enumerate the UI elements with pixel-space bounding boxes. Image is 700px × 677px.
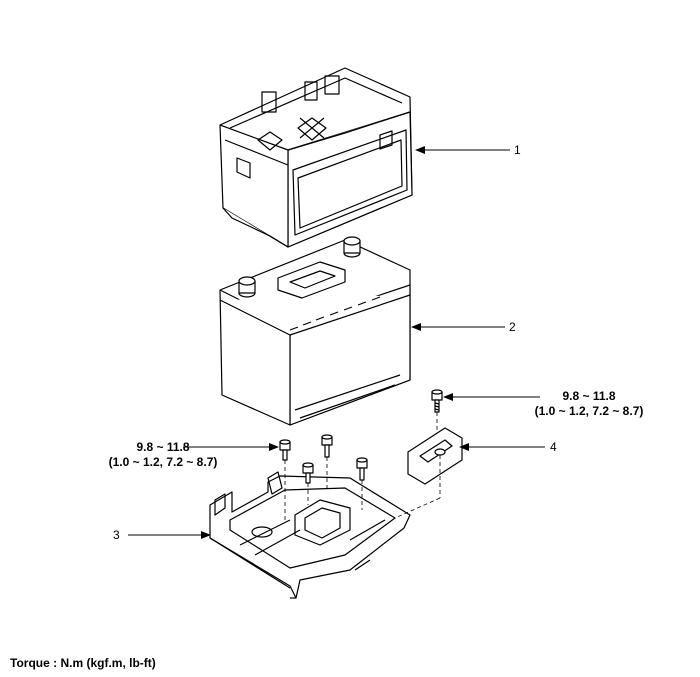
torque-units-note: Torque : N.m (kgf.m, lb-ft) [10,656,156,670]
leader-lines [128,146,545,539]
callout-4: 4 [550,440,557,454]
torque-spec-line2: (1.0 ~ 1.2, 7.2 ~ 8.7) [534,404,644,418]
bracket-bolt [431,389,443,413]
callout-2: 2 [509,320,516,334]
tray-bolts [279,434,368,484]
torque-spec-line1: 9.8 ~ 11.8 [136,440,190,454]
torque-spec-line1: 9.8 ~ 11.8 [562,389,616,403]
battery-cover-part [219,67,413,248]
battery-tray-part [209,471,411,599]
callout-1: 1 [514,143,521,157]
battery-part [219,236,411,426]
battery-clamp-bracket-part [407,427,463,485]
assembly-centerlines [284,412,441,520]
torque-spec-line2: (1.0 ~ 1.2, 7.2 ~ 8.7) [108,455,218,469]
callout-3: 3 [113,528,120,542]
torque-spec-tray-bolts: 9.8 ~ 11.8 (1.0 ~ 1.2, 7.2 ~ 8.7) [88,440,238,470]
torque-spec-bracket-bolt: 9.8 ~ 11.8 (1.0 ~ 1.2, 7.2 ~ 8.7) [514,389,664,419]
